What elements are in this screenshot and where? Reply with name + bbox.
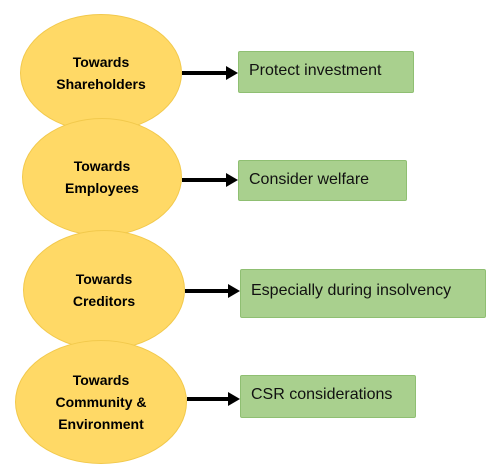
ellipse-line: Towards xyxy=(72,54,130,70)
ellipse-line: Towards xyxy=(75,271,133,287)
ellipse-community-environment: Towards Community & Environment xyxy=(15,340,187,464)
ellipse-employees: Towards Employees xyxy=(22,118,182,236)
box-protect-investment: Protect investment xyxy=(238,51,414,93)
ellipse-line: Employees xyxy=(65,180,139,196)
arrow-right-icon xyxy=(182,66,238,80)
ellipse-line: Environment xyxy=(58,416,144,432)
box-label: Protect investment xyxy=(249,62,382,79)
ellipse-line: Towards xyxy=(73,158,131,174)
ellipse-line: Shareholders xyxy=(56,76,146,92)
arrow-right-icon xyxy=(185,284,240,298)
arrow-right-icon xyxy=(187,392,240,406)
ellipse-shareholders: Towards Shareholders xyxy=(20,14,182,132)
arrow-right-icon xyxy=(182,173,238,187)
ellipse-line: Towards xyxy=(72,372,130,388)
box-csr-considerations: CSR considerations xyxy=(240,375,416,418)
box-consider-welfare: Consider welfare xyxy=(238,160,407,201)
box-label: Especially during insolvency xyxy=(251,282,452,299)
box-label: Consider welfare xyxy=(249,171,370,188)
ellipse-line: Community & xyxy=(55,394,147,410)
ellipse-creditors: Towards Creditors xyxy=(23,230,185,350)
ellipse-line: Creditors xyxy=(72,293,136,309)
box-especially-during-insolvency: Especially during insolvency xyxy=(240,269,486,318)
box-label: CSR considerations xyxy=(251,386,393,403)
